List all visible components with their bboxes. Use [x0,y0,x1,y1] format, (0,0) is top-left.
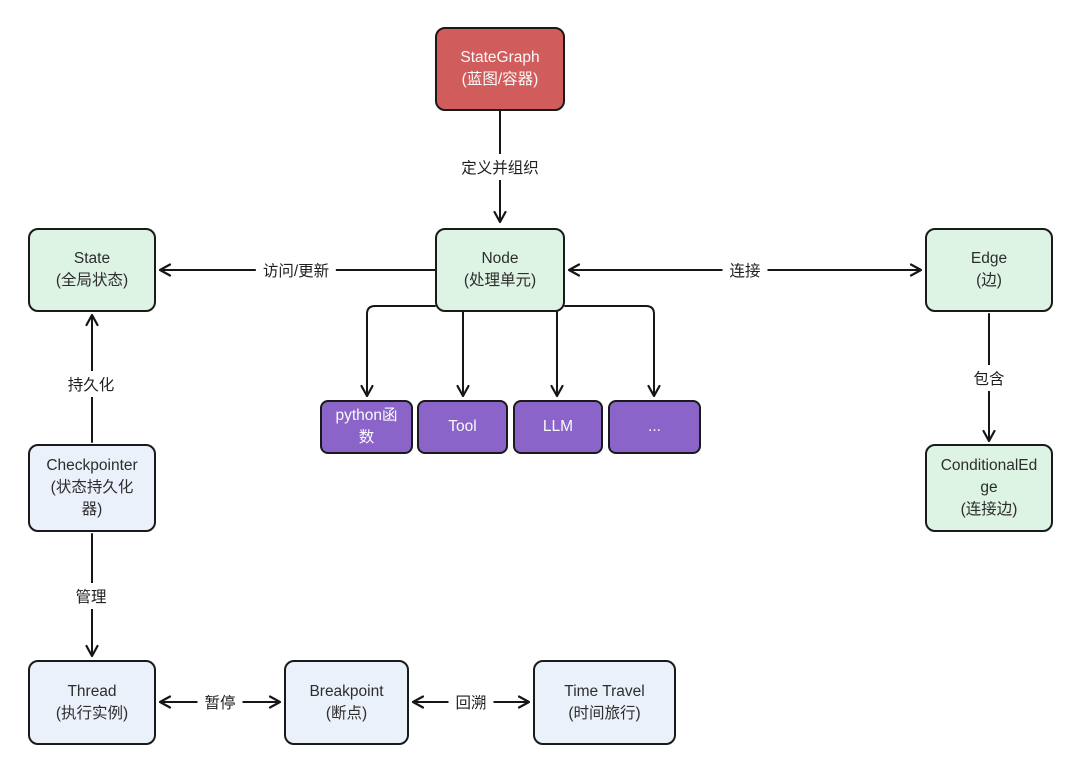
node-title: ConditionalEdge [940,457,1038,497]
node-more: ... [608,400,701,454]
edge-label-access-update: 访问/更新 [255,257,337,283]
node-title: python函数 [335,407,398,446]
node-title: Time Travel [564,682,645,700]
node-title: Tool [448,418,477,436]
node-node: Node (处理单元) [435,228,565,312]
node-subtitle: (断点) [325,704,368,722]
node-title: Node [481,250,519,268]
node-title: Edge [970,250,1008,268]
edge-label-persist: 持久化 [60,371,122,397]
edge-label-pause: 暂停 [197,689,243,715]
node-thread: Thread (执行实例) [28,660,156,745]
node-breakpoint: Breakpoint (断点) [284,660,409,745]
node-subtitle: (时间旅行) [568,704,641,722]
node-conditional-edge: ConditionalEdge (连接边) [925,444,1053,532]
node-subtitle: (全局状态) [55,272,129,289]
node-checkpointer: Checkpointer (状态持久化器) [28,444,156,532]
edge-label-define-organize: 定义并组织 [454,154,546,180]
edge-label-connect: 连接 [722,257,768,283]
arrow-node-to-more [564,305,661,398]
edge-label-manage: 管理 [68,583,114,609]
node-title: Thread [67,682,117,700]
node-llm: LLM [513,400,603,454]
node-title: StateGraph [460,49,540,67]
node-stategraph: StateGraph (蓝图/容器) [435,27,565,111]
edge-label-backtrack: 回溯 [448,689,494,715]
node-title: State [73,250,111,268]
node-edge: Edge (边) [925,228,1053,312]
node-time-travel: Time Travel (时间旅行) [533,660,676,745]
node-subtitle: (执行实例) [55,704,129,722]
node-state: State (全局状态) [28,228,156,312]
node-title: LLM [542,418,574,436]
node-title: Breakpoint [309,682,384,700]
node-title: Checkpointer [46,457,138,475]
node-title: ... [648,418,661,436]
edge-label-contain: 包含 [966,365,1012,391]
node-subtitle: (处理单元) [463,272,537,289]
node-subtitle: (蓝图/容器) [461,71,539,88]
node-python-fn: python函数 [320,400,413,454]
node-subtitle: (边) [976,272,1002,289]
node-subtitle: (状态持久化器) [50,479,134,518]
node-tool: Tool [417,400,508,454]
arrow-node-to-pythonfn [360,305,436,398]
node-subtitle: (连接边) [960,500,1018,518]
